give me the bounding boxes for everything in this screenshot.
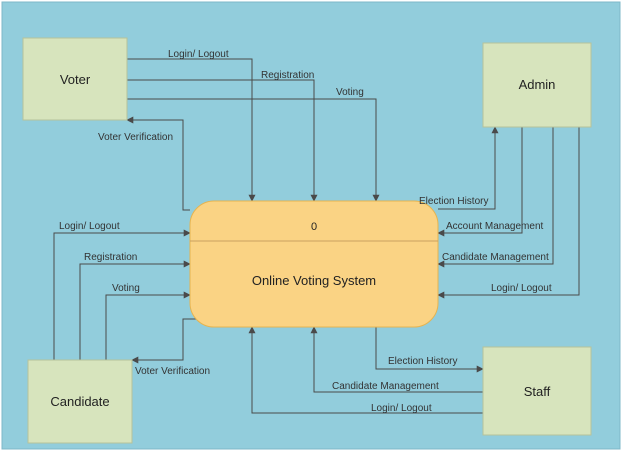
flow-admin-election-history xyxy=(438,126,499,210)
entity-voter-box xyxy=(22,37,128,121)
process-id: 0 xyxy=(311,221,317,233)
label-candidate-verification: Voter Verification xyxy=(135,366,210,377)
entity-staff-label: Staff xyxy=(524,384,551,399)
flow-admin-login xyxy=(437,127,580,299)
label-staff-candidate-management: Candidate Management xyxy=(332,381,439,392)
entity-admin[interactable]: Admin xyxy=(482,42,592,128)
entity-candidate[interactable]: Candidate xyxy=(27,359,133,444)
process-box xyxy=(189,200,439,328)
label-voter-verification: Voter Verification xyxy=(98,132,173,143)
flow-voter-login xyxy=(127,58,256,202)
process-online-voting-system[interactable]: 0 Online Voting System xyxy=(189,200,439,328)
flow-voter-registration xyxy=(127,79,318,202)
flow-staff-candidate-management xyxy=(310,326,483,393)
flow-candidate-registration xyxy=(79,260,191,360)
label-staff-election-history: Election History xyxy=(388,356,457,367)
label-admin-election-history: Election History xyxy=(419,196,488,207)
entity-voter-label: Voter xyxy=(60,72,91,87)
flow-staff-login xyxy=(248,326,483,414)
flow-staff-election-history xyxy=(375,327,484,373)
flow-admin-candidate-management xyxy=(437,127,554,268)
flow-voter-voting xyxy=(127,98,380,202)
flow-candidate-verification xyxy=(131,318,198,364)
flow-candidate-login xyxy=(53,229,191,360)
entity-staff[interactable]: Staff xyxy=(482,346,592,436)
flow-candidate-voting xyxy=(105,291,191,360)
label-candidate-registration: Registration xyxy=(84,252,137,263)
label-admin-account-management: Account Management xyxy=(446,221,544,232)
entity-candidate-box xyxy=(27,359,133,444)
entity-admin-box xyxy=(482,42,592,128)
entity-voter[interactable]: Voter xyxy=(22,37,128,121)
entity-admin-label: Admin xyxy=(519,77,556,92)
flow-admin-account-management xyxy=(437,127,523,237)
flow-labels: Login/ Logout Registration Voting Voter … xyxy=(59,49,552,414)
entity-candidate-label: Candidate xyxy=(50,394,109,409)
process-name: Online Voting System xyxy=(252,273,376,288)
entity-staff-box xyxy=(482,346,592,436)
label-voter-voting: Voting xyxy=(336,87,364,98)
label-candidate-login: Login/ Logout xyxy=(59,221,120,232)
label-voter-registration: Registration xyxy=(261,70,314,81)
label-admin-candidate-management: Candidate Management xyxy=(442,252,549,263)
label-admin-login: Login/ Logout xyxy=(491,283,552,294)
flow-voter-verification xyxy=(126,116,190,211)
label-candidate-voting: Voting xyxy=(112,283,140,294)
label-staff-login: Login/ Logout xyxy=(371,403,432,414)
flow-lines xyxy=(53,58,580,414)
label-voter-login: Login/ Logout xyxy=(168,49,229,60)
